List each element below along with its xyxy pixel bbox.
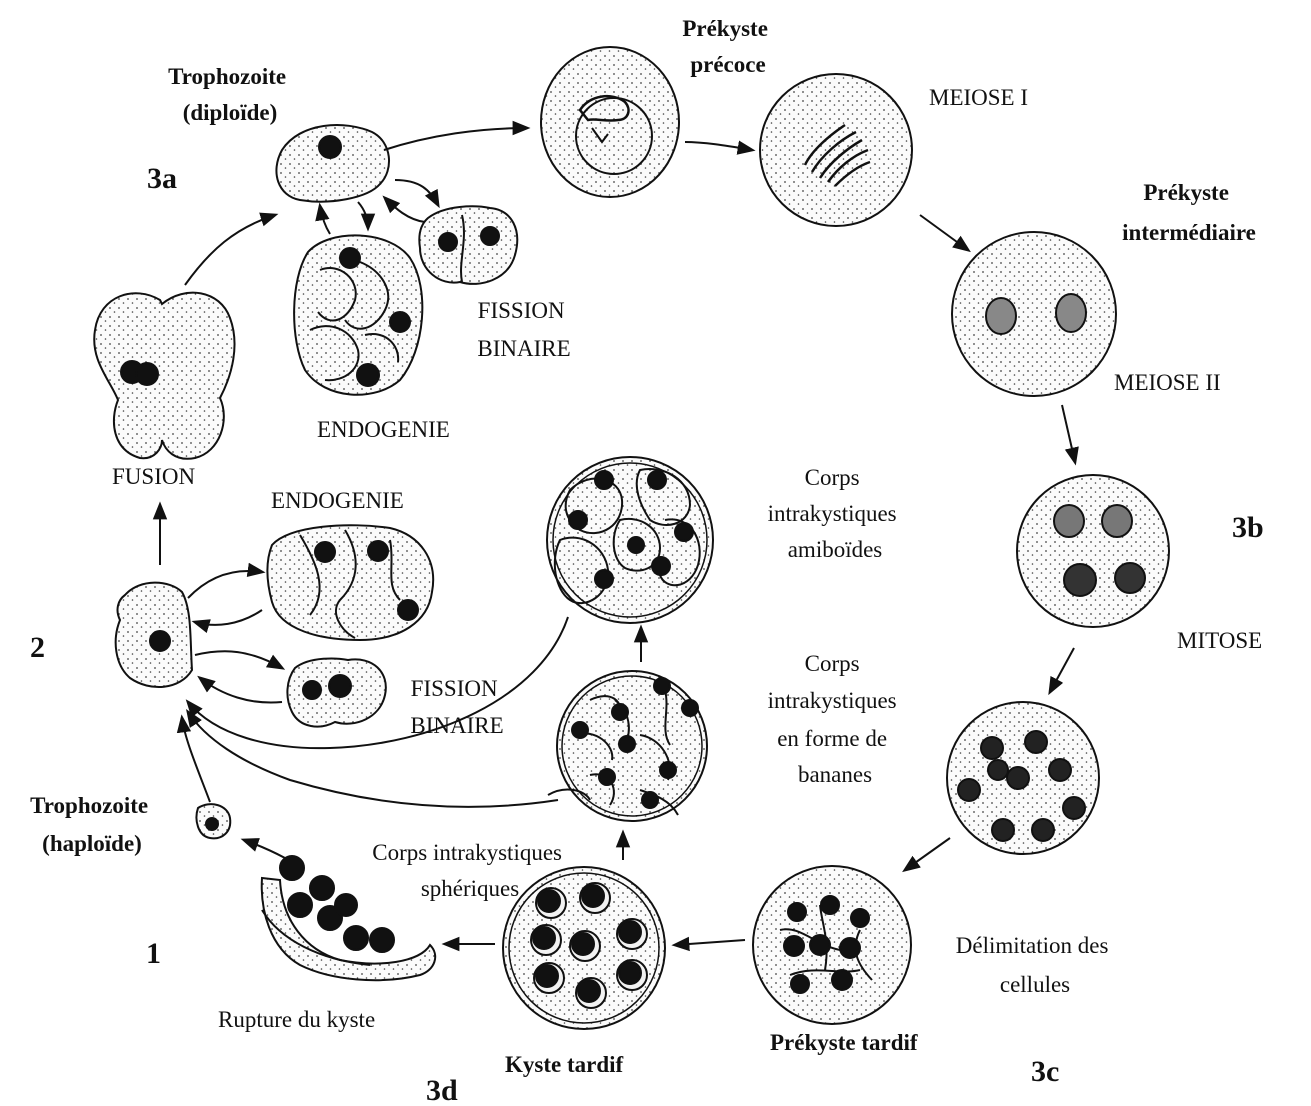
arrow-2-to-endogenie (188, 571, 262, 598)
label-troph-diploid: Trophozoite (diploïde) (168, 64, 292, 125)
mitose-cell (947, 702, 1099, 854)
arrow-meiose1-to-intermediaire (920, 215, 968, 250)
arrow-fusion-to-troph (185, 215, 275, 285)
bananes-cyst-cell (548, 671, 707, 821)
label-stage-1: 1 (146, 937, 161, 970)
kyste-tardif-cell (503, 867, 665, 1029)
label-prekyste-precoce: Prékyste précoce (682, 16, 773, 77)
label-stage-3b: 3b (1232, 511, 1264, 544)
arrow-mitose-to-prekyste-tardif (905, 838, 950, 870)
label-troph-haploid: Trophozoite (haploïde) (30, 793, 154, 856)
arrow-fission-to-2 (200, 678, 282, 703)
prekyste-intermediaire-cell (952, 232, 1116, 396)
label-kyste-tardif: Kyste tardif (505, 1052, 624, 1077)
arrow-endogenie-to-2 (195, 610, 262, 625)
arrow-2-to-fission (195, 651, 282, 668)
arrow-troph-to-endogenie-a (358, 202, 368, 228)
label-corps-bananes: Corps intrakystiques en forme de bananes (768, 651, 903, 787)
label-stage-3d: 3d (426, 1074, 458, 1106)
arrow-intermediaire-to-3b (1062, 405, 1075, 462)
label-stage-3c: 3c (1031, 1055, 1059, 1088)
label-stage-2: 2 (30, 631, 45, 664)
meiose1-cell (760, 74, 912, 226)
endogenie-top-cell (294, 235, 422, 394)
fission-top-cell (419, 206, 517, 284)
trophozoite-diploid-cell (276, 125, 389, 202)
prekyste-precoce-cell (541, 47, 679, 197)
label-delimitation: Délimitation des cellules (956, 933, 1114, 997)
label-corps-amiboides: Corps intrakystiques amiboïdes (768, 465, 903, 562)
label-prekyste-intermediaire: Prékyste intermédiaire (1122, 180, 1256, 245)
arrow-troph-to-fission-a (395, 180, 438, 205)
arrow-3b-to-mitose (1050, 648, 1074, 692)
label-endogenie-mid: ENDOGENIE (271, 488, 404, 513)
trophozoite-haploid-cell (197, 804, 231, 838)
endogenie-mid-cell (268, 525, 434, 640)
label-mitose: MITOSE (1177, 628, 1262, 653)
arrow-troph-haploid-to-2 (182, 718, 210, 802)
cell-drawings (94, 47, 1169, 1029)
fusion-cell (94, 293, 234, 459)
label-endogenie-top: ENDOGENIE (317, 417, 450, 442)
label-fission-top: FISSION BINAIRE (477, 298, 570, 361)
arrow-prekyste-tardif-to-kyste (675, 940, 745, 945)
trophozoite-2-cell (116, 583, 192, 687)
arrow-troph-to-prekyste (384, 128, 527, 150)
label-rupture: Rupture du kyste (218, 1007, 375, 1032)
label-fission-mid: FISSION BINAIRE (410, 676, 503, 738)
label-meiose2: MEIOSE II (1114, 370, 1221, 395)
label-prekyste-tardif: Prékyste tardif (770, 1030, 918, 1055)
label-meiose1: MEIOSE I (929, 85, 1028, 110)
label-stage-3a: 3a (147, 162, 177, 195)
prekyste-tardif-cell (753, 866, 911, 1024)
arrow-fission-to-troph-a (385, 198, 425, 222)
arrow-rupture-to-troph (244, 840, 285, 858)
arrow-endogenie-to-troph-a (320, 206, 330, 234)
rupture-kyste-cell (262, 856, 435, 980)
label-fusion: FUSION (112, 464, 195, 489)
fission-mid-cell (287, 658, 385, 726)
amiboides-cyst-cell (547, 457, 713, 623)
arrow-prekyste-to-meiose1 (685, 142, 752, 150)
cell-3b (1017, 475, 1169, 627)
